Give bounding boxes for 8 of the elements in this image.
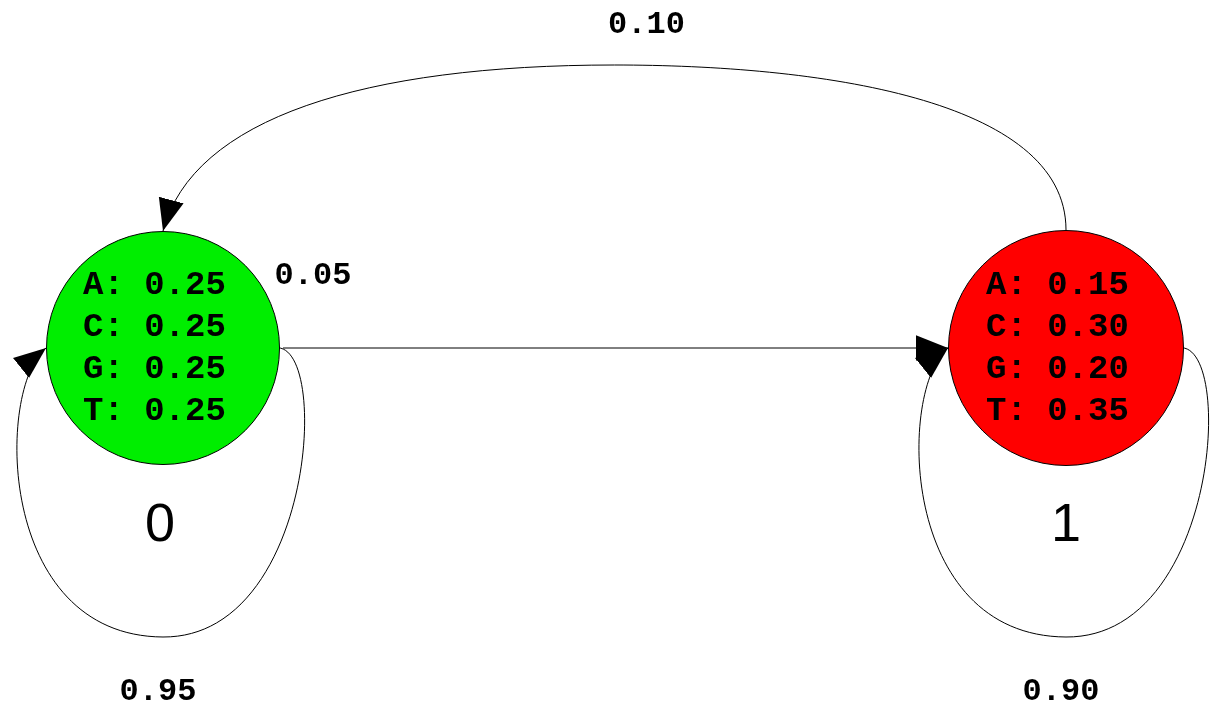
arrow: [15, 347, 306, 638]
arrow: [282, 335, 949, 361]
state-label: 1: [1051, 495, 1081, 549]
emission-probabilities: A: 0.25 C: 0.25 G: 0.25 T: 0.25: [83, 265, 227, 432]
arrow: [162, 64, 1067, 232]
emission-probabilities: A: 0.15 C: 0.30 G: 0.20 T: 0.35: [986, 265, 1130, 432]
arrow: [917, 347, 1209, 638]
state-label: 0: [145, 495, 175, 549]
